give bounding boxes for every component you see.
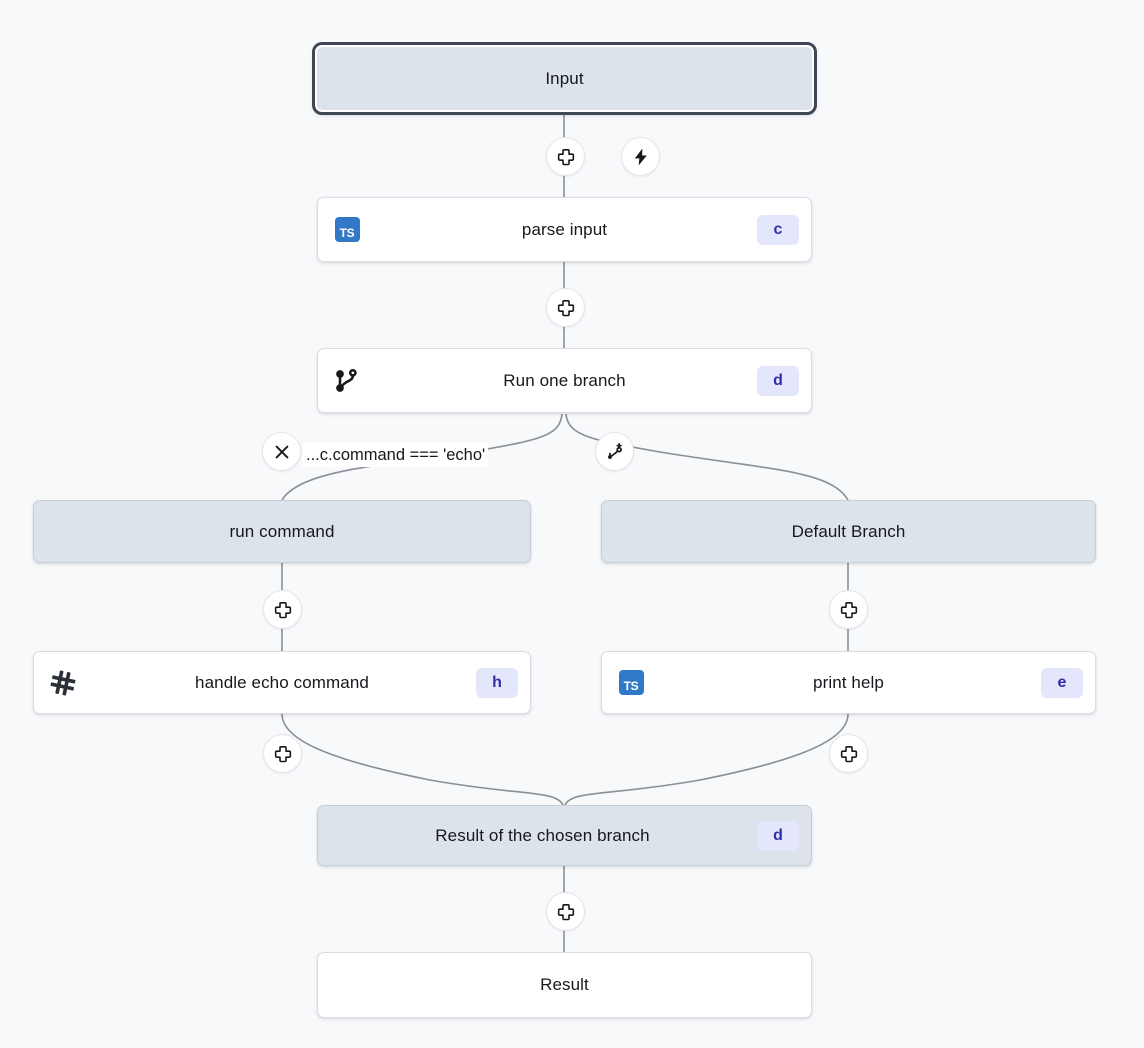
node-parse-input-label: parse input (521, 219, 608, 239)
plus-icon (274, 601, 291, 618)
insert-step-button-print-help-result[interactable] (829, 734, 868, 773)
plus-icon (274, 745, 291, 762)
edge-print-help-to-result (564, 713, 849, 806)
node-result-label: Result (540, 975, 589, 994)
node-parse-input[interactable]: TS parse input c (317, 197, 812, 262)
plus-icon (557, 903, 574, 920)
bash-icon (48, 668, 78, 698)
node-default-branch-label: Default Branch (791, 521, 906, 541)
add-branch-icon (607, 442, 622, 459)
node-result[interactable]: Result (317, 952, 812, 1018)
insert-step-button-default-branch-print-help[interactable] (829, 590, 868, 629)
plus-icon (557, 148, 574, 165)
node-result-of-chosen-branch[interactable]: Result of the chosen branch d (317, 805, 812, 866)
insert-step-button-result-branch-result[interactable] (546, 892, 585, 931)
plus-icon (840, 601, 857, 618)
node-default-branch[interactable]: Default Branch (601, 500, 1096, 563)
hash-glyph (50, 670, 76, 695)
typescript-icon: TS (332, 215, 362, 245)
edge-handle-echo-command-to-result (281, 713, 564, 806)
remove-branch-button[interactable] (262, 432, 301, 471)
node-handle-echo-command-label: handle echo command (195, 672, 369, 692)
close-icon (275, 445, 288, 458)
node-print-help-label: print help (813, 672, 884, 692)
node-run-command-label: run command (229, 521, 335, 541)
node-run-one-branch-badge[interactable]: d (757, 365, 799, 396)
node-run-one-branch[interactable]: Run one branch d (317, 348, 812, 413)
insert-step-button-run-command-handle-echo[interactable] (263, 590, 302, 629)
lightning-bolt-icon (634, 148, 647, 165)
node-input[interactable]: Input (312, 42, 817, 115)
trigger-button[interactable] (621, 137, 660, 176)
node-print-help-badge[interactable]: e (1041, 667, 1083, 698)
branch-condition-label[interactable]: ...c.command === 'echo' (303, 443, 489, 467)
node-result-of-chosen-branch-label: Result of the chosen branch (435, 825, 650, 845)
add-branch-button[interactable] (595, 432, 634, 471)
insert-step-button-input-parse-input[interactable] (546, 137, 585, 176)
typescript-icon: TS (616, 668, 646, 698)
insert-step-button-parse-input-run-one-branch[interactable] (546, 288, 585, 327)
node-handle-echo-command-badge[interactable]: h (476, 667, 518, 698)
node-run-command[interactable]: run command (33, 500, 531, 563)
insert-step-button-handle-echo-result[interactable] (263, 734, 302, 773)
node-parse-input-badge[interactable]: c (757, 214, 799, 245)
node-handle-echo-command[interactable]: handle echo command h (33, 651, 531, 714)
plus-icon (840, 745, 857, 762)
node-result-of-chosen-branch-badge[interactable]: d (757, 820, 799, 851)
node-input-label: Input (545, 68, 584, 88)
node-print-help[interactable]: TS print help e (601, 651, 1096, 714)
git-branch-icon (332, 366, 362, 396)
plus-icon (557, 299, 574, 316)
node-run-one-branch-label: Run one branch (503, 370, 626, 390)
